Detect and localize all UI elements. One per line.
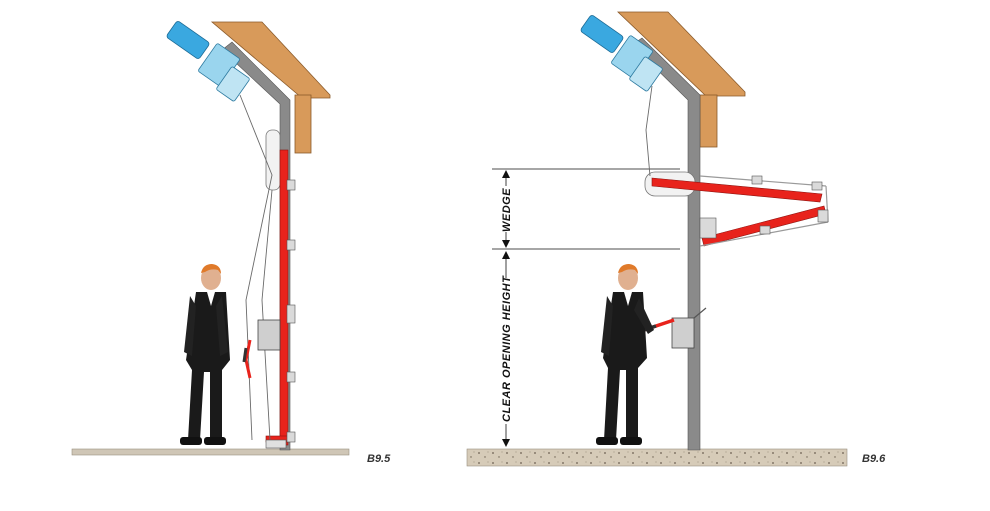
figure-closed: B9.5	[71, 21, 391, 465]
figure-label: B9.6	[862, 453, 886, 465]
person-figure	[596, 264, 654, 445]
wood-beam	[617, 11, 746, 97]
figure-open: WEDGE CLEAR OPENING HEIGHT	[466, 11, 886, 467]
latch-rod	[693, 307, 707, 319]
floor-slab	[71, 448, 350, 456]
hinge-icon	[265, 129, 281, 191]
pull-handle-grip	[242, 347, 248, 363]
bottom-bracket	[265, 439, 287, 449]
cable	[261, 189, 273, 441]
arrowhead	[502, 251, 510, 259]
pull-handle	[244, 339, 252, 379]
lock-mechanism	[671, 317, 695, 349]
arrowhead	[502, 170, 510, 178]
figure-label: B9.5	[367, 453, 391, 465]
motor-icon	[166, 21, 250, 102]
wood-header	[294, 94, 312, 154]
floor-slab	[466, 448, 848, 467]
wedge-label: WEDGE	[501, 188, 513, 232]
door-panel-upper	[651, 177, 823, 203]
clear-opening-label: CLEAR OPENING HEIGHT	[501, 275, 513, 422]
person-figure	[180, 264, 230, 445]
steel-post	[631, 37, 701, 451]
panel-brackets	[286, 179, 296, 443]
wood-header	[699, 94, 718, 148]
arrowhead	[502, 439, 510, 447]
panel-frame	[699, 175, 827, 187]
cable	[645, 85, 653, 177]
panel-brackets	[699, 175, 829, 239]
door-panel	[279, 149, 289, 446]
lock-mechanism	[257, 319, 281, 351]
arrowhead	[502, 240, 510, 248]
wood-beam	[210, 21, 331, 99]
motor-icon	[580, 15, 663, 92]
